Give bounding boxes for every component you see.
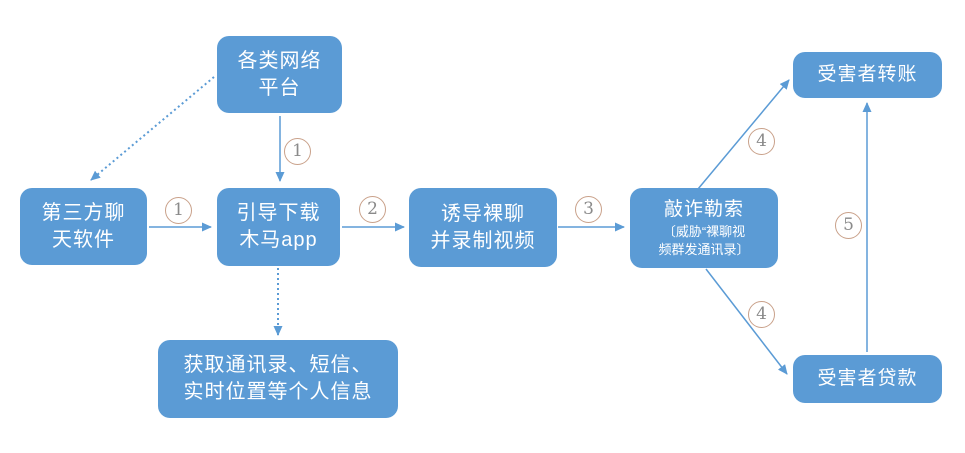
- node-label: 天软件: [52, 228, 115, 251]
- step-label-5: 5: [835, 212, 862, 239]
- arrow-extortion-to-transfer: [697, 79, 790, 190]
- node-thirdparty-chat: 第三方聊 天软件: [20, 188, 147, 265]
- step-label-3: 3: [575, 196, 602, 223]
- node-label: 诱导裸聊: [441, 202, 525, 225]
- node-network-platforms: 各类网络 平台: [217, 36, 342, 113]
- step-label-1-vertical: 1: [284, 138, 311, 165]
- node-nude-chat-record: 诱导裸聊 并录制视频: [409, 188, 557, 267]
- node-label: 受害者贷款: [817, 368, 918, 390]
- node-label: 木马app: [239, 229, 318, 251]
- node-label: 并录制视频: [430, 229, 536, 252]
- node-label: 敲诈勒索: [663, 199, 744, 221]
- node-extortion: 敲诈勒索 〔威胁“裸聊视 频群发通讯录〕: [630, 188, 778, 268]
- step-label-4-lower: 4: [748, 301, 775, 328]
- step-label-4-upper: 4: [748, 128, 775, 155]
- step-label-2: 2: [359, 196, 386, 223]
- node-label: 受害者转账: [817, 64, 918, 86]
- node-label: 第三方聊: [41, 201, 126, 224]
- arrow-platforms-to-chat: [90, 76, 215, 181]
- node-personal-info: 获取通讯录、短信、 实时位置等个人信息: [158, 340, 398, 418]
- step-label-1-horizontal: 1: [165, 197, 192, 224]
- node-label: 实时位置等个人信息: [183, 381, 373, 403]
- node-trojan-app: 引导下载 木马app: [217, 188, 340, 266]
- node-victim-transfer: 受害者转账: [793, 52, 942, 98]
- node-sublabel: 频群发通讯录〕: [658, 241, 750, 257]
- arrow-extortion-to-loan: [705, 268, 788, 375]
- node-label: 引导下载: [236, 202, 321, 224]
- node-label: 平台: [258, 76, 301, 99]
- node-sublabel: 〔威胁“裸聊视: [662, 223, 746, 239]
- node-label: 各类网络: [237, 49, 322, 72]
- node-label: 获取通讯录、短信、: [183, 354, 373, 376]
- node-victim-loan: 受害者贷款: [793, 355, 942, 403]
